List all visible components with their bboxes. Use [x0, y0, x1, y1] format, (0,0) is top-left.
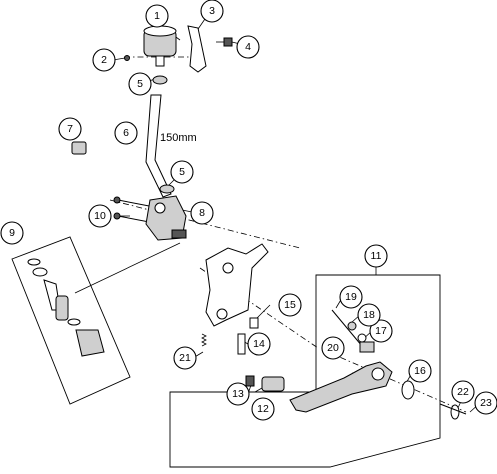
assembly-box-9 — [11, 236, 131, 405]
pedal-pivot — [371, 367, 385, 381]
callout-22: 22 — [451, 380, 475, 404]
svg-text:3: 3 — [209, 5, 215, 17]
master-cylinder-repair-kit — [27, 258, 105, 357]
callout-7: 7 — [58, 117, 82, 141]
svg-text:23: 23 — [480, 397, 492, 409]
svg-text:9: 9 — [9, 227, 15, 239]
return-spring — [201, 333, 207, 347]
reservoir-screw — [124, 55, 130, 61]
callout-18: 18 — [357, 303, 381, 327]
brake-pedal-tip — [261, 376, 285, 392]
bracket-screw — [216, 37, 233, 47]
hose-length-label: 150mm — [160, 132, 197, 144]
callout-2: 2 — [92, 48, 116, 72]
bracket-hole-lower — [216, 308, 228, 320]
cap — [71, 141, 87, 155]
callout-8: 8 — [190, 201, 214, 225]
svg-text:16: 16 — [414, 365, 426, 377]
callout-5-lower: 5 — [170, 160, 194, 184]
svg-text:5: 5 — [179, 166, 185, 178]
callout-23: 23 — [474, 391, 497, 415]
brake-pedal — [289, 361, 393, 413]
callout-3: 3 — [200, 0, 224, 23]
svg-text:7: 7 — [67, 123, 73, 135]
callout-1: 1 — [145, 4, 169, 28]
callout-12: 12 — [251, 397, 275, 421]
svg-text:13: 13 — [232, 388, 244, 400]
pedal-washer — [450, 404, 460, 420]
brake-hose — [145, 94, 172, 198]
washer — [357, 333, 367, 343]
bushing — [249, 317, 259, 329]
svg-text:15: 15 — [284, 299, 296, 311]
svg-text:22: 22 — [457, 386, 469, 398]
callout-4: 4 — [236, 35, 260, 59]
svg-text:20: 20 — [327, 342, 339, 354]
brake-fluid-reservoir — [143, 25, 177, 67]
callout-15: 15 — [278, 293, 302, 317]
callout-20: 20 — [321, 336, 345, 360]
callout-21: 21 — [173, 346, 197, 370]
assembly-box-11 — [169, 274, 441, 468]
pedal-bearing — [401, 380, 415, 400]
callout-17: 17 — [369, 319, 393, 343]
bracket-hole-upper — [222, 262, 234, 274]
callout-10: 10 — [88, 204, 112, 228]
svg-text:4: 4 — [245, 41, 251, 53]
callout-5-upper: 5 — [128, 72, 152, 96]
svg-text:10: 10 — [94, 210, 106, 222]
svg-text:8: 8 — [199, 207, 205, 219]
svg-text:17: 17 — [375, 325, 387, 337]
callout-9: 9 — [0, 221, 24, 245]
svg-text:11: 11 — [371, 250, 382, 262]
svg-text:1: 1 — [154, 10, 160, 22]
footrest-bracket — [205, 243, 269, 327]
footpeg-screw — [245, 375, 255, 387]
pedal-bolt — [439, 403, 467, 415]
pivot-pin — [237, 333, 246, 355]
svg-text:19: 19 — [345, 291, 357, 303]
callout-6: 6 — [114, 121, 138, 145]
svg-text:6: 6 — [123, 127, 129, 139]
hose-clamp-upper — [152, 75, 168, 85]
callout-16: 16 — [408, 359, 432, 383]
pedal-rod — [331, 309, 363, 347]
callout-11: 11 — [364, 244, 388, 268]
reservoir-bracket — [187, 25, 207, 73]
nut — [347, 321, 357, 331]
svg-text:14: 14 — [253, 338, 265, 350]
callout-19: 19 — [339, 285, 363, 309]
brake-master-cylinder — [145, 195, 187, 241]
svg-text:21: 21 — [179, 352, 191, 364]
svg-text:2: 2 — [101, 54, 107, 66]
svg-text:18: 18 — [363, 309, 375, 321]
callout-14: 14 — [247, 332, 271, 356]
callout-13: 13 — [226, 382, 250, 406]
clevis — [359, 341, 375, 353]
hose-clamp-lower — [159, 184, 175, 194]
svg-text:5: 5 — [137, 78, 143, 90]
svg-text:12: 12 — [257, 403, 269, 415]
